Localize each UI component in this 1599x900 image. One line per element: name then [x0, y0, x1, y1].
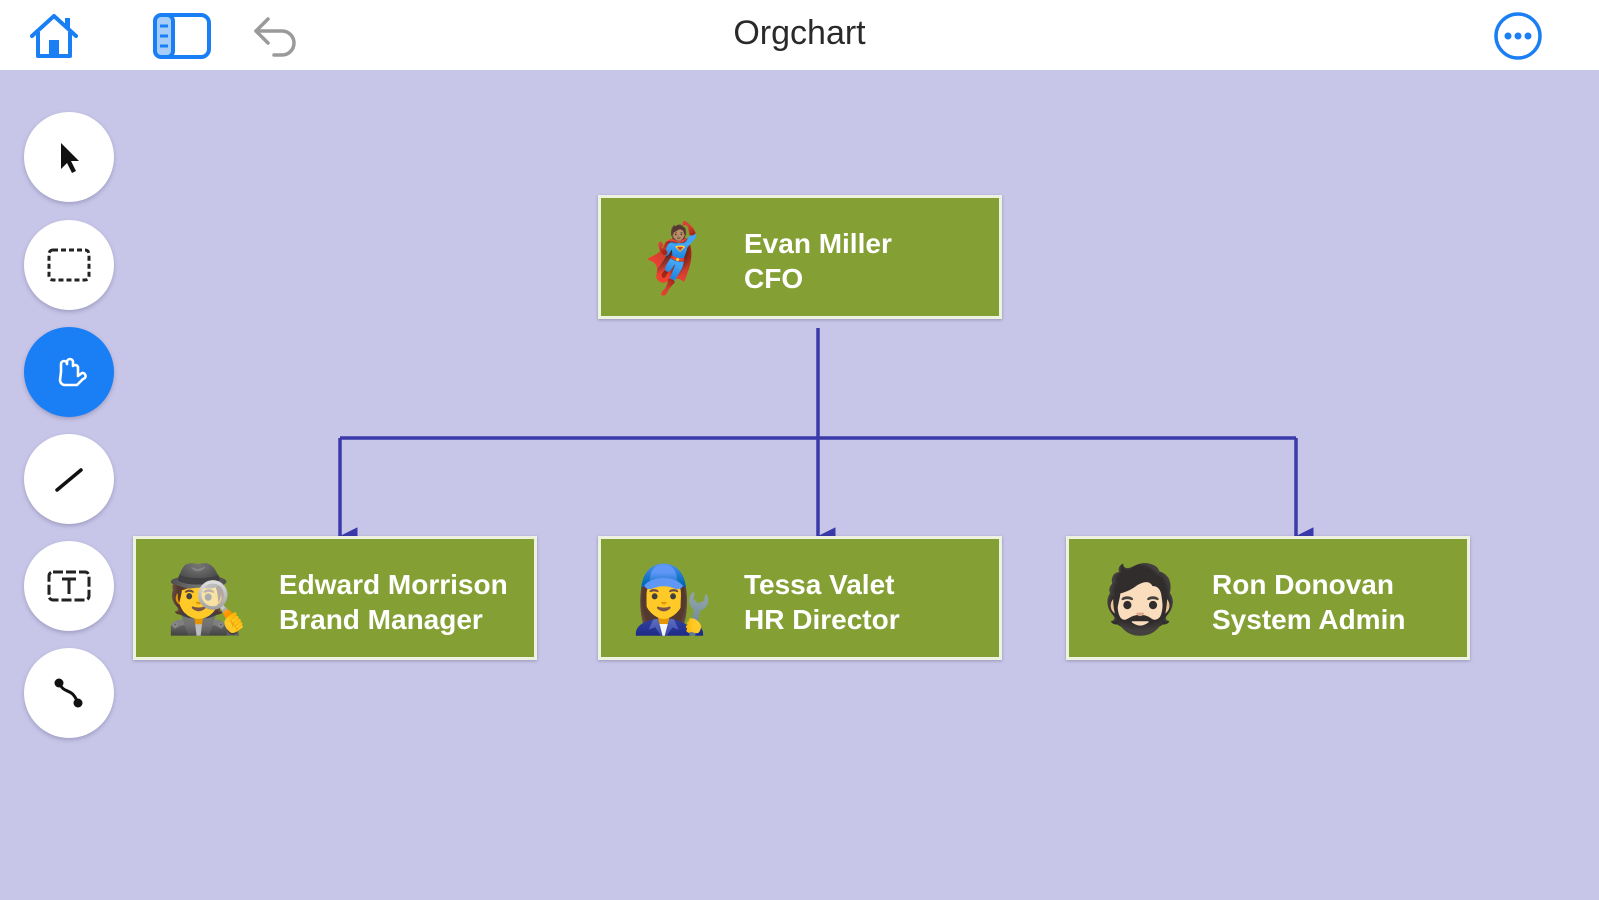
connector-icon: [54, 678, 83, 708]
document-title: Orgchart: [733, 14, 866, 52]
undo-button[interactable]: [246, 8, 306, 64]
org-node-evan-miller[interactable]: 🦸🏽 Evan Miller CFO: [598, 195, 1002, 319]
top-toolbar: Orgchart: [0, 0, 1599, 70]
node-role: System Admin: [1212, 604, 1406, 635]
tool-line[interactable]: [24, 434, 114, 524]
tool-connector[interactable]: [24, 648, 114, 738]
diagram-canvas[interactable]: 🦸🏽 Evan Miller CFO 🕵️ Edward Morrison Br…: [0, 70, 1599, 900]
node-name: Edward Morrison: [279, 569, 508, 600]
node-name: Tessa Valet: [744, 569, 895, 600]
org-node-tessa-valet[interactable]: 👩‍🔧 Tessa Valet HR Director: [598, 536, 1002, 660]
home-icon: [30, 14, 78, 58]
home-button[interactable]: [24, 8, 84, 64]
org-node-edward-morrison[interactable]: 🕵️ Edward Morrison Brand Manager: [133, 536, 537, 660]
dashed-rectangle-icon: [47, 248, 91, 282]
undo-icon: [254, 17, 296, 57]
superhero-avatar-icon: 🦸🏽: [631, 221, 714, 295]
tool-pan[interactable]: [24, 327, 114, 417]
tool-text[interactable]: [24, 541, 114, 631]
org-node-ron-donovan[interactable]: 🧔🏻 Ron Donovan System Admin: [1066, 536, 1470, 660]
woman-avatar-icon: 👩‍🔧: [631, 562, 714, 636]
pointer-arrow-icon: [61, 143, 79, 173]
more-icon: [1494, 12, 1542, 60]
line-icon: [55, 468, 83, 492]
node-name: Ron Donovan: [1212, 569, 1394, 600]
hand-icon: [58, 357, 87, 387]
tool-select[interactable]: [24, 112, 114, 202]
more-options-button[interactable]: [1488, 8, 1548, 64]
detective-avatar-icon: 🕵️: [166, 562, 249, 636]
sidebar-icon: [153, 13, 211, 59]
node-name: Evan Miller: [744, 228, 892, 259]
node-role: CFO: [744, 263, 804, 294]
text-box-icon: [47, 570, 91, 602]
node-role: Brand Manager: [279, 604, 483, 635]
sidebar-toggle-button[interactable]: [152, 8, 212, 64]
node-role: HR Director: [744, 604, 900, 635]
tool-marquee[interactable]: [24, 220, 114, 310]
bearded-man-avatar-icon: 🧔🏻: [1099, 562, 1182, 636]
